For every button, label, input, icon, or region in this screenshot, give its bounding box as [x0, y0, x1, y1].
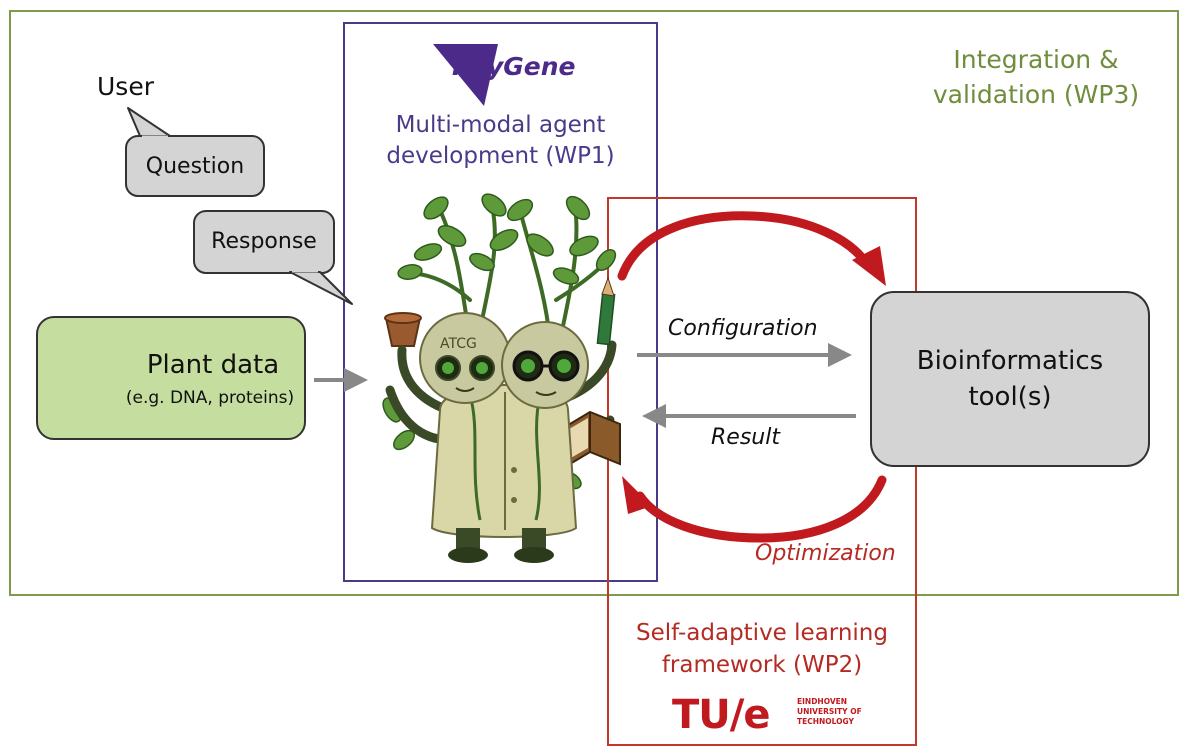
plant-data-title: Plant data	[146, 350, 280, 380]
wp2-frame	[607, 197, 917, 746]
tue-logo: TU/e	[672, 692, 771, 738]
wp3-label: Integration & validation (WP3)	[932, 45, 1140, 109]
wp1-frame	[343, 22, 658, 582]
tue-logo-subtitle: EINDHOVEN UNIVERSITY OF TECHNOLOGY	[797, 697, 862, 727]
question-text: Question	[145, 154, 245, 179]
bioinformatics-tool-box	[870, 291, 1150, 467]
plant-data-box	[36, 316, 306, 440]
tue-sub-line-3: TECHNOLOGY	[797, 717, 854, 726]
optimization-loop-bottom-arrow	[622, 475, 887, 543]
plant-scientist-agent-icon: ATCG	[382, 193, 621, 563]
question-bubble	[125, 107, 265, 197]
agent-atcg-text: ATCG	[440, 336, 477, 352]
result-label: Result	[711, 425, 780, 450]
optimization-loop-top-arrow	[617, 211, 886, 286]
optimization-label: Optimization	[755, 541, 896, 566]
wp1-label: Multi-modal agent development (WP1)	[386, 112, 615, 169]
configuration-label: Configuration	[668, 316, 818, 341]
user-label: User	[97, 72, 154, 101]
keygene-logo-text: KeyGene	[452, 52, 576, 81]
plant-data-subtitle: (e.g. DNA, proteins)	[125, 388, 295, 408]
tue-sub-line-2: UNIVERSITY OF	[797, 707, 862, 716]
wp2-label: Self-adaptive learning framework (WP2)	[636, 620, 888, 678]
keygene-logo	[433, 44, 498, 106]
wp3-frame	[9, 10, 1179, 596]
tue-sub-line-1: EINDHOVEN	[797, 697, 848, 706]
bioinformatics-tool-label: Bioinformatics tool(s)	[916, 346, 1104, 412]
response-text: Response	[211, 229, 317, 254]
response-bubble	[193, 210, 353, 305]
